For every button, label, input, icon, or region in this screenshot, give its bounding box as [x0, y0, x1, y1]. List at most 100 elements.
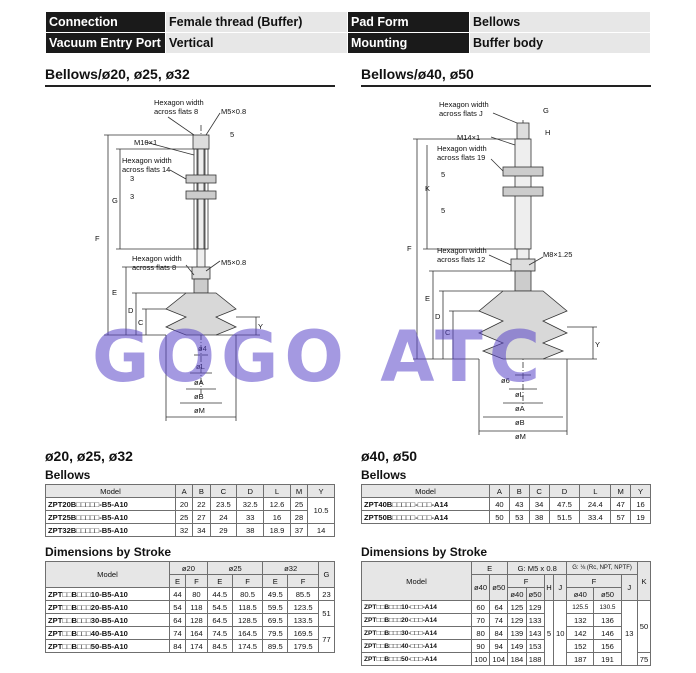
right-dim-d: D [435, 312, 441, 321]
col-b: B [508, 484, 530, 498]
vacuum-entry-value: Vertical [165, 32, 348, 54]
left-dim-g: G [112, 196, 118, 205]
right-dim-h: H [545, 128, 550, 137]
left-dim-c: C [138, 318, 144, 327]
right-dim-y: Y [595, 340, 600, 349]
left-dim-5: 5 [230, 130, 234, 139]
left-bellows-label: Bellows [45, 468, 91, 482]
right-hex-label-3: Hexagon width [437, 246, 487, 255]
left-dim-ol: øL [196, 362, 205, 371]
right-dim-5a: 5 [441, 170, 445, 179]
right-title-rule [361, 85, 651, 87]
right-dim-c: C [445, 328, 451, 337]
vacuum-entry-label: Vacuum Entry Port [45, 32, 166, 54]
right-dim-oa: øA [515, 404, 525, 413]
right-dim-g: G [543, 106, 549, 115]
right-hex-label-1: Hexagon width [439, 100, 489, 109]
table-row: ZPT32B□□□□□-B5-A10 32 34 29 38 18.9 37 1… [45, 523, 335, 537]
left-sizes-title: ø20, ø25, ø32 [45, 448, 133, 464]
right-m14-label: M14×1 [457, 133, 480, 142]
connection-value: Female thread (Buffer) [165, 11, 348, 33]
col-d: D [548, 484, 581, 498]
table-row: ZPT25B□□□□□-B5-A10 25 27 24 33 16 28 [45, 510, 335, 524]
col-d: D [236, 484, 265, 498]
col-l: L [579, 484, 612, 498]
left-m5b-label: M5×0.8 [221, 258, 246, 267]
left-m5-label: M5×0.8 [221, 107, 246, 116]
col-a: A [489, 484, 510, 498]
col-a: A [174, 484, 194, 498]
left-dim-om: øM [194, 406, 205, 415]
watermark: GOGO ATC [92, 316, 547, 398]
pad-form-label: Pad Form [347, 11, 470, 33]
spec-table: Connection Female thread (Buffer) Pad Fo… [45, 11, 651, 54]
col-y: Y [630, 484, 651, 498]
table-row: ZPT50B□□□□□-□□□-A14 50 53 38 51.5 33.4 5… [361, 510, 651, 524]
right-dim-f: F [407, 244, 412, 253]
col-m: M [289, 484, 309, 498]
right-sizes-title: ø40, ø50 [361, 448, 418, 464]
right-stroke-table: Model E G: M5 x 0.8 G: ⅛ (Rc, NPT, NPTF)… [361, 561, 652, 666]
col-l: L [263, 484, 291, 498]
col-c: C [209, 484, 238, 498]
mounting-label: Mounting [347, 32, 470, 54]
left-hex-label-1b: across flats 8 [154, 107, 198, 116]
col-model: Model [361, 484, 490, 498]
left-technical-drawing: Hexagon width across flats 8 M5×0.8 M10×… [95, 98, 263, 421]
right-stroke-title: Dimensions by Stroke [361, 545, 488, 559]
left-hex-label-2b: across flats 14 [122, 165, 170, 174]
left-dim-e: E [112, 288, 117, 297]
right-dim-ol: øL [515, 390, 524, 399]
connection-label: Connection [45, 11, 166, 33]
left-title-rule [45, 85, 335, 87]
col-model: Model [45, 484, 176, 498]
right-dim-k: K [425, 184, 430, 193]
table-row: ZPT40B□□□□□-□□□-A14 40 43 34 47.5 24.4 4… [361, 497, 651, 511]
right-m8-label: M8×1.25 [543, 250, 572, 259]
right-dim-ob: øB [515, 418, 525, 427]
left-dim-oa: øA [194, 378, 204, 387]
left-dim-3a: 3 [130, 174, 134, 183]
right-dim-o6: ø6 [501, 376, 510, 385]
right-hex-label-1b: across flats J [439, 109, 483, 118]
right-bellows-table: Model A B C D L M Y ZPT40B□□□□□-□□□-A14 … [361, 484, 651, 524]
right-hex-label-3b: across flats 12 [437, 255, 485, 264]
right-technical-drawing: Hexagon width across flats J M14×1 Hexag… [407, 100, 600, 441]
pad-form-value: Bellows [469, 11, 651, 33]
left-hex-label-2: Hexagon width [122, 156, 172, 165]
left-stroke-title: Dimensions by Stroke [45, 545, 172, 559]
right-dim-om: øM [515, 432, 526, 441]
col-m: M [610, 484, 632, 498]
right-dim-e: E [425, 294, 430, 303]
right-dim-5b: 5 [441, 206, 445, 215]
right-drawing-title: Bellows/ø40, ø50 [361, 66, 474, 82]
right-bellows-label: Bellows [361, 468, 407, 482]
table-row: ZPT20B□□□□□-B5-A10 20 22 23.5 32.5 12.6 … [45, 497, 335, 524]
left-dim-d: D [128, 306, 134, 315]
left-dim-f: F [95, 234, 100, 243]
col-b: B [192, 484, 211, 498]
left-m10-label: M10×1 [134, 138, 157, 147]
left-hex-label-3b: across flats 8 [132, 263, 176, 272]
col-c: C [528, 484, 550, 498]
right-hex-label-2: Hexagon width [437, 144, 487, 153]
left-bellows-table: Model A B C D L M Y ZPT20B□□□□□-B5-A10 2… [45, 484, 335, 537]
left-dim-o4: ø4 [198, 344, 207, 353]
left-dim-3b: 3 [130, 192, 134, 201]
right-hex-label-2b: across flats 19 [437, 153, 485, 162]
left-dim-ob: øB [194, 392, 204, 401]
left-dim-y: Y [258, 322, 263, 331]
col-y: Y [307, 484, 335, 498]
left-hex-label-3: Hexagon width [132, 254, 182, 263]
